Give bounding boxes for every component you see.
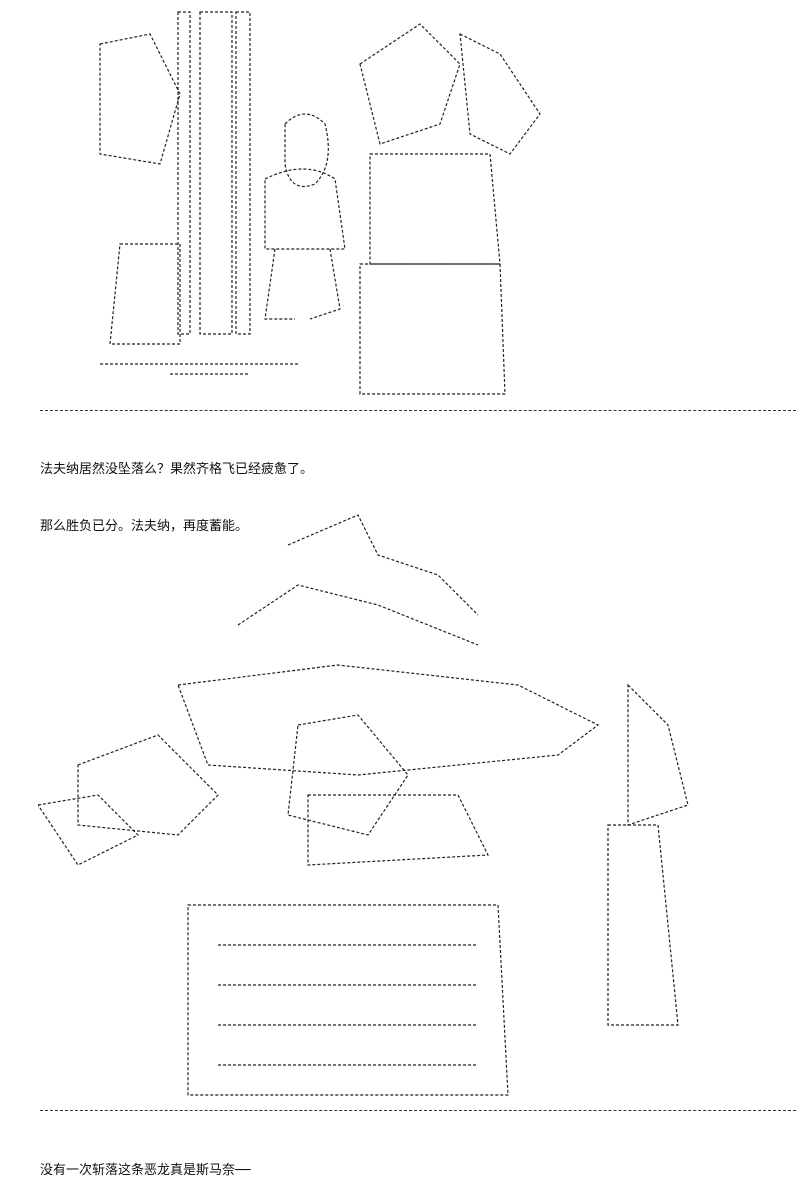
panel-divider-1 [40, 410, 796, 411]
panel-divider-2 [40, 1110, 796, 1111]
ascii-art-drawing-1 [99, 11, 541, 395]
ascii-art-drawing-2 [38, 514, 689, 1096]
ascii-art-illustration-1 [60, 4, 560, 404]
ascii-art-illustration-2 [38, 505, 798, 1105]
panel-1-caption: 法夫纳居然没坠落么？果然齐格飞已经疲惫了。 那么胜负已分。法夫纳，再度蓄能。 [40, 422, 313, 555]
caption-line: 法夫纳居然没坠落么？果然齐格飞已经疲惫了。 [40, 462, 314, 477]
panel-2-caption: 没有一次斩落这条恶龙真是斯马奈── [40, 1123, 251, 1199]
caption-line: 那么胜负已分。法夫纳，再度蓄能。 [40, 519, 249, 534]
caption-line: 没有一次斩落这条恶龙真是斯马奈── [40, 1163, 251, 1178]
